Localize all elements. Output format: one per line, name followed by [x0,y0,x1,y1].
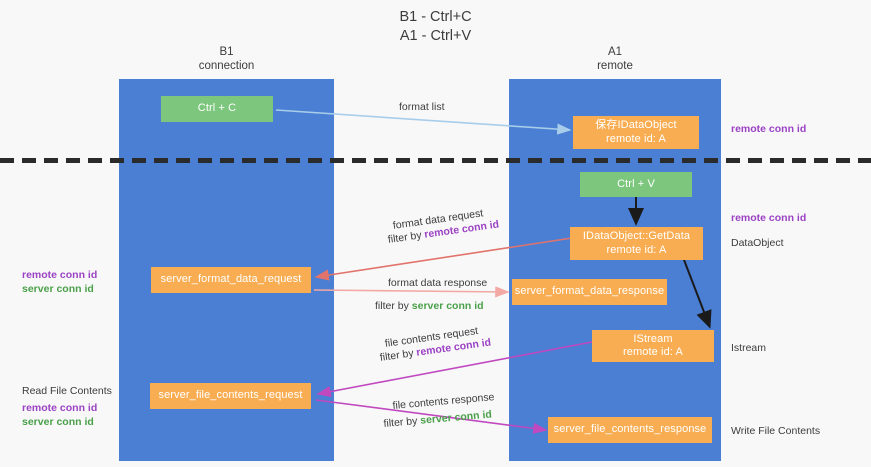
filter-prefix: filter by [379,346,418,364]
column-a1-label: A1 remote [597,46,633,72]
node-save-idataobject[interactable]: 保存IDataObject remote id: A [573,116,699,149]
annotation-right-top-remote-conn-id: remote conn id [731,123,807,135]
annotation-right-istream: Istream [731,342,767,354]
annotation-right-write-file-contents: Write File Contents [731,425,821,437]
edge-label-format-list: format list [399,101,445,113]
annotation-right-getdata-remote-conn-id: remote conn id [731,212,807,224]
filter-prefix: filter by [383,414,421,430]
annotation-left-mid-remote-conn-id: remote conn id [22,269,98,281]
column-b1-label: B1 connection [198,46,255,72]
annotation-left-bottom-remote-conn-id: remote conn id [22,402,98,414]
filter-prefix: filter by [375,300,412,312]
filter-highlight-server-conn-id: server conn id [411,300,484,312]
node-ctrl-v[interactable]: Ctrl + V [580,172,692,197]
filter-prefix: filter by [387,228,426,246]
page-title: B1 - Ctrl+C A1 - Ctrl+V [399,9,472,44]
annotation-left-bottom-server-conn-id: server conn id [22,416,94,428]
phase-divider [0,158,871,163]
annotation-left-mid-server-conn-id: server conn id [22,283,94,295]
node-idataobject-getdata[interactable]: IDataObject::GetData remote id: A [570,227,703,260]
filter-highlight-server-conn-id: server conn id [419,408,493,427]
edge-label-format-data-response-filter: filter by server conn id [375,299,484,313]
annotation-read-file-contents: Read File Contents [22,385,112,397]
annotation-right-dataobject: DataObject [731,237,784,249]
node-server-format-data-response[interactable]: server_format_data_response [512,279,667,305]
node-server-format-data-request[interactable]: server_format_data_request [151,267,311,293]
edge-label-format-data-response: format data response [388,277,488,289]
node-server-file-contents-response[interactable]: server_file_contents_response [548,417,712,443]
node-istream[interactable]: IStream remote id: A [592,330,714,362]
node-ctrl-c[interactable]: Ctrl + C [161,96,273,122]
node-server-file-contents-request[interactable]: server_file_contents_request [150,383,311,409]
